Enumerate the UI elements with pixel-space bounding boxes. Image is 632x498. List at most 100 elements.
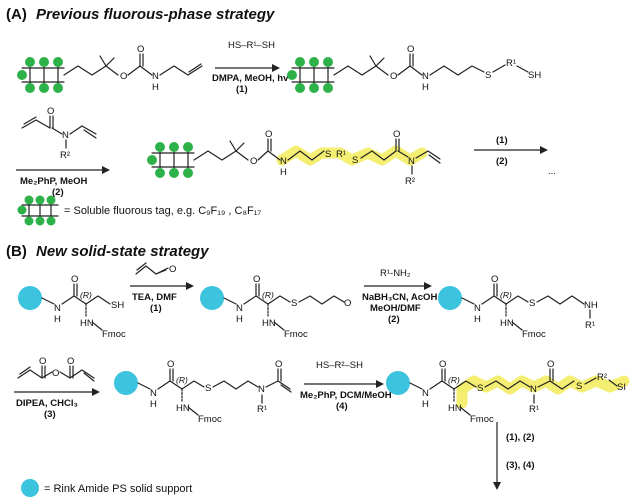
- fluorous-tag-start: [17, 57, 65, 93]
- section-a-title: Previous fluorous-phase strategy: [36, 6, 275, 23]
- bf-n: N: [422, 388, 429, 399]
- bf-fmoc: Fmoc: [470, 414, 494, 425]
- bf-s1: S: [477, 383, 483, 394]
- acrolein-reagent: [135, 262, 169, 275]
- p1-ester-o: O: [390, 71, 397, 82]
- bf-nh: HN: [448, 403, 462, 414]
- bf-h: H: [422, 399, 429, 410]
- p2-h: H: [280, 167, 287, 178]
- b0-sh: SH: [111, 300, 124, 311]
- step-b2-number: (2): [388, 314, 400, 325]
- b1-s: S: [291, 298, 297, 309]
- b0-o: O: [71, 274, 78, 285]
- step-b4-arrow: [304, 380, 384, 388]
- resin-bead-int1: [200, 286, 224, 310]
- resin-bead-start: [18, 286, 42, 310]
- step-a1-number: (1): [236, 84, 248, 95]
- step-b-repeat-second: (3), (4): [506, 460, 535, 471]
- b0-nh: HN: [80, 318, 94, 329]
- b1-stereo: (R): [262, 290, 274, 300]
- bf-amide-o: O: [547, 359, 554, 370]
- acryl-n: N: [62, 130, 69, 141]
- anh-o2: O: [52, 368, 59, 379]
- step-b4-conditions: Me₂PhP, DCM/MeOH: [300, 390, 392, 401]
- step-b3-number: (3): [44, 409, 56, 420]
- bf-s2: S: [576, 381, 582, 392]
- section-b-letter: (B): [6, 243, 27, 260]
- p1-r1: R¹: [506, 58, 516, 69]
- solid-support-legend-text: = Rink Amide PS solid support: [44, 483, 192, 495]
- resin-bead-final: [386, 371, 410, 395]
- resin-bead-int2: [438, 286, 462, 310]
- step-a-repeat-second: (2): [496, 156, 508, 167]
- b2-h: H: [474, 314, 481, 325]
- b1-nh: HN: [262, 318, 276, 329]
- step-a-repeat-arrow: [474, 146, 548, 154]
- bf-o: O: [439, 359, 446, 370]
- step-b3-conditions: DIPEA, CHCl₃: [16, 398, 78, 409]
- step-b3-arrow: [14, 388, 100, 396]
- bf-r1: R¹: [529, 404, 539, 415]
- step-a1-conditions: DMPA, MeOH, hv: [212, 73, 289, 84]
- b2-stereo: (R): [500, 290, 512, 300]
- p2-n: N: [280, 156, 287, 167]
- b0-fmoc: Fmoc: [102, 329, 126, 340]
- p1-s: S: [485, 70, 491, 81]
- b3-amide-o: O: [275, 359, 282, 370]
- fluorous-tag-product1: [287, 57, 335, 93]
- b2-n: N: [474, 303, 481, 314]
- b2-s: S: [529, 298, 535, 309]
- step-a2-arrow: [16, 166, 110, 174]
- b0-h: H: [54, 314, 61, 325]
- acrolein-o: O: [169, 264, 176, 275]
- b0-n: N: [54, 303, 61, 314]
- b1-h: H: [236, 314, 243, 325]
- p2-s1: S: [325, 149, 331, 160]
- bf-sh: SI: [617, 382, 626, 393]
- bf-stereo: (R): [448, 375, 460, 385]
- step-a1-arrow: [215, 64, 280, 72]
- step-b1-number: (1): [150, 303, 162, 314]
- p2-r1: R¹: [336, 149, 346, 160]
- step-b-repeat-first: (1), (2): [506, 432, 535, 443]
- anh-o1: O: [39, 356, 46, 367]
- b2-fmoc: Fmoc: [522, 329, 546, 340]
- b2-amine-nh: NH: [584, 300, 598, 311]
- p1-sh: SH: [528, 70, 541, 81]
- bf-amide-n: N: [530, 384, 537, 395]
- step-b1-arrow: [130, 282, 194, 290]
- step-a2-number: (2): [52, 187, 64, 198]
- p2-amide-n: N: [408, 156, 415, 167]
- p1-n: N: [422, 71, 429, 82]
- p2-ester-o: O: [250, 156, 257, 167]
- b1-ald-o: O: [344, 298, 351, 309]
- b3-h: H: [150, 399, 157, 410]
- acryl-r2: R²: [60, 150, 70, 161]
- carbonyl-o: O: [137, 44, 144, 55]
- b3-r1: R¹: [257, 404, 267, 415]
- b1-n: N: [236, 303, 243, 314]
- section-a-letter: (A): [6, 6, 27, 23]
- bf-r2: R²: [597, 372, 607, 383]
- carbamate-h: H: [152, 82, 159, 93]
- step-b1-conditions: TEA, DMF: [132, 292, 177, 303]
- step-b2-arrow: [364, 282, 432, 290]
- p2-carbonyl-o: O: [265, 129, 272, 140]
- b3-amide-n: N: [258, 384, 265, 395]
- acryl-o: O: [47, 106, 54, 117]
- acrylic-anhydride-reagent: [17, 365, 95, 382]
- b2-r1: R¹: [585, 320, 595, 331]
- p1-h: H: [422, 82, 429, 93]
- anh-o3: O: [67, 356, 74, 367]
- step-a-repeat-first: (1): [496, 135, 508, 146]
- b3-nh: HN: [176, 403, 190, 414]
- b3-stereo: (R): [176, 375, 188, 385]
- step-b4-number: (4): [336, 401, 348, 412]
- b3-o: O: [167, 359, 174, 370]
- step-b2-conditions1: NaBH₃CN, AcOH: [362, 292, 437, 303]
- b1-fmoc: Fmoc: [284, 329, 308, 340]
- b2-o: O: [491, 274, 498, 285]
- b2-nh: HN: [500, 318, 514, 329]
- step-b2-conditions2: MeOH/DMF: [370, 303, 421, 314]
